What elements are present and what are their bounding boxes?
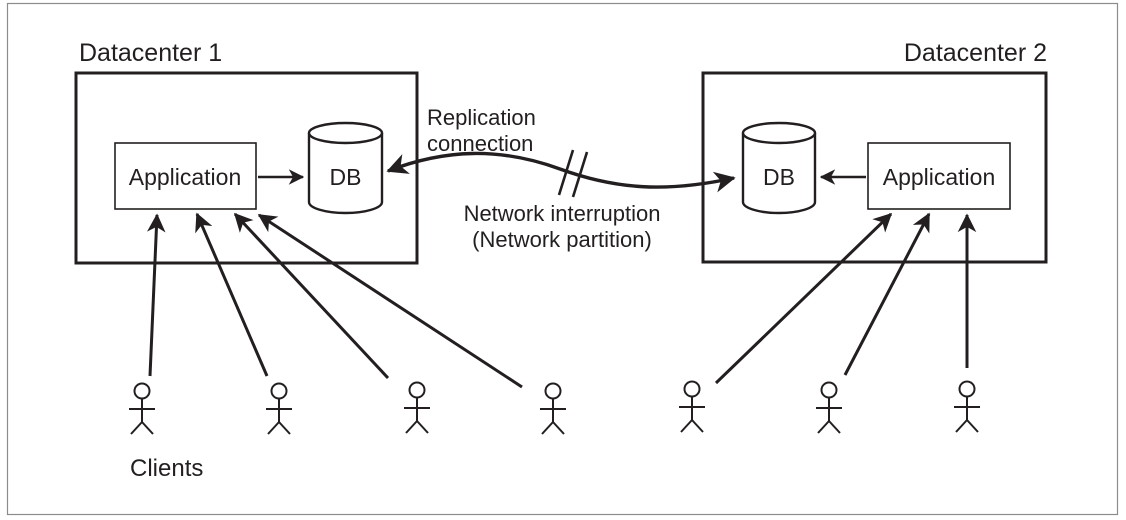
datacenter1-application-box	[114, 142, 257, 210]
datacenter2-db-label: DB	[763, 164, 795, 190]
replication-connection-label: Replication connection	[427, 105, 536, 156]
client-figure	[678, 380, 706, 433]
datacenter2-title: Datacenter 2	[904, 39, 1047, 67]
clients-label: Clients	[130, 455, 203, 482]
client-arrows-datacenter2	[714, 212, 977, 385]
datacenter2-application-label: Application	[883, 164, 996, 190]
replication-connection-arrow	[386, 151, 736, 193]
clients-datacenter1	[128, 381, 567, 435]
client-figure	[953, 380, 981, 433]
network-label-line2: (Network partition)	[472, 227, 652, 252]
client-figure	[815, 381, 843, 434]
datacenter1-db-label: DB	[330, 164, 362, 190]
datacenter1-db-cylinder	[307, 121, 384, 215]
network-interruption-label: Network interruption (Network partition)	[464, 201, 661, 252]
client-figure	[265, 382, 293, 435]
replication-label-line2: connection	[427, 131, 533, 156]
network-label-line1: Network interruption	[464, 201, 661, 226]
client-figure	[403, 381, 431, 434]
datacenter1-title: Datacenter 1	[79, 39, 222, 67]
datacenter1-application-label: Application	[129, 164, 242, 190]
datacenter2-application-box	[867, 142, 1011, 210]
clients-datacenter2	[678, 380, 981, 434]
client-arrows-datacenter1	[146, 212, 523, 389]
client-figure	[128, 382, 156, 435]
client-figure	[539, 382, 567, 435]
datacenter2-db-cylinder	[741, 121, 817, 215]
network-interruption-slashes	[557, 149, 589, 198]
replication-label-line1: Replication	[427, 105, 536, 130]
outer-frame	[6, 2, 1119, 516]
